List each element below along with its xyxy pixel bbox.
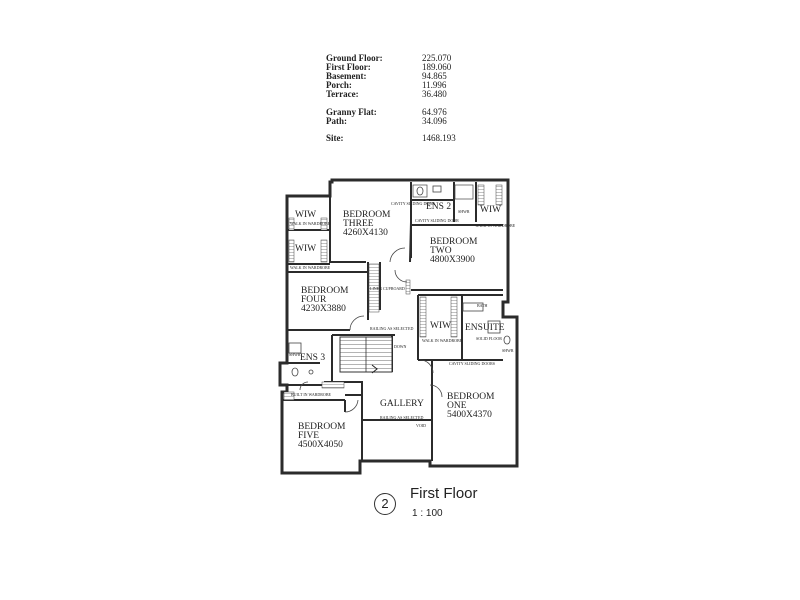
interior-walls [282, 182, 503, 461]
note-shwr: SHWR [289, 352, 301, 357]
note-walk-in-wardrobe: WALK IN WARDROBE [290, 221, 331, 226]
drawing-title-block: 2 First Floor 1 : 100 [370, 484, 530, 524]
area-value: 225.070 [422, 53, 452, 63]
ens-3-label: ENS 3 [300, 353, 325, 363]
note-down: DOWN [394, 344, 407, 349]
bedroom-three-dims: 4260X4130 [343, 228, 388, 238]
bedroom-four-dims: 4230X3880 [301, 304, 346, 314]
wiw-label-top-right: WIW [480, 205, 501, 215]
door-swings [299, 247, 443, 413]
bedroom-two-name-2: TWO [430, 246, 452, 256]
area-value: 189.060 [422, 62, 452, 72]
drawing-number-badge: 2 [374, 493, 396, 515]
wiw-label-top-left: WIW [295, 210, 316, 220]
area-label: Site: [326, 133, 344, 143]
bedroom-three-name-1: BEDROOM [343, 210, 391, 220]
note-cavity-sliding-doors: CAVITY SLIDING DOORS [449, 361, 495, 366]
bedroom-five-name-2: FIVE [298, 431, 319, 441]
note-walk-in-wardrobe: WALK IN WARDROBE [290, 265, 331, 270]
area-value: 64.976 [422, 107, 447, 117]
note-cavity-sliding-door: CAVITY SLIDING DOOR [391, 201, 435, 206]
bathroom-fixtures [288, 185, 511, 377]
note-built-in-wardrobe: BUILT IN WARDROBE [291, 392, 331, 397]
bedroom-two-dims: 4800X3900 [430, 255, 475, 265]
area-label: First Floor: [326, 62, 371, 72]
area-row-basement: Basement: 94.865 [326, 71, 506, 81]
area-row-path: Path: 34.096 [326, 116, 506, 126]
note-bath: BATH [477, 303, 488, 308]
bedroom-two-name-1: BEDROOM [430, 237, 478, 247]
area-label: Basement: [326, 71, 367, 81]
note-cavity-sliding-door: CAVITY SLIDING DOOR [415, 218, 459, 223]
area-value: 1468.193 [422, 133, 456, 143]
area-row-site: Site: 1468.193 [326, 133, 506, 143]
drawing-title: First Floor [410, 485, 478, 502]
area-label: Path: [326, 116, 347, 126]
area-label: Terrace: [326, 89, 359, 99]
room-labels: BEDROOM THREE 4260X4130 BEDROOM TWO 4800… [295, 202, 505, 450]
wardrobe-hatching [283, 184, 503, 401]
area-row-granny-flat: Granny Flat: 64.976 [326, 107, 506, 117]
area-row-porch: Porch: 11.996 [326, 80, 506, 90]
exterior-walls [278, 178, 519, 475]
note-shwr: SHWR [458, 209, 470, 214]
bedroom-five-dims: 4500X4050 [298, 440, 343, 450]
drawing-scale: 1 : 100 [412, 508, 443, 519]
note-walk-in-wardrobe: WALK IN WARDROBE [422, 338, 463, 343]
gallery-label: GALLERY [380, 399, 424, 409]
note-solid-floor: SOLID FLOOR [476, 336, 502, 341]
area-value: 11.996 [422, 80, 447, 90]
staircase [339, 336, 393, 374]
ensuite-label: ENSUITE [465, 323, 505, 333]
note-shwr: SHWR [502, 348, 514, 353]
plan-notes: WALK IN WARDROBE WALK IN WARDROBE WALK I… [289, 201, 516, 428]
area-row-ground-floor: Ground Floor: 225.070 [326, 53, 506, 63]
wiw-label-right: WIW [430, 321, 451, 331]
ens-2-label: ENS 2 [426, 202, 451, 212]
area-label: Porch: [326, 80, 352, 90]
area-value: 94.865 [422, 71, 447, 81]
note-railing-as-selected: RAILING AS SELECTED [370, 326, 413, 331]
area-label: Granny Flat: [326, 107, 377, 117]
bedroom-five-name-1: BEDROOM [298, 422, 346, 432]
bedroom-one-dims: 5400X4370 [447, 410, 492, 420]
area-value: 36.480 [422, 89, 447, 99]
bedroom-one-name-1: BEDROOM [447, 392, 495, 402]
note-walk-in-wardrobe: WALK IN WARDROBE [475, 223, 516, 228]
bedroom-four-name-2: FOUR [301, 295, 327, 305]
bedroom-three-name-2: THREE [343, 219, 374, 229]
note-void: VOID [416, 423, 426, 428]
note-linen-cupboard: LINEN CUPBOARD [370, 286, 405, 291]
area-value: 34.096 [422, 116, 447, 126]
bedroom-one-name-2: ONE [447, 401, 467, 411]
area-row-terrace: Terrace: 36.480 [326, 89, 506, 99]
wiw-label-left: WIW [295, 244, 316, 254]
area-label: Ground Floor: [326, 53, 383, 63]
note-railing-as-selected: RAILING AS SELECTED [380, 415, 423, 420]
bedroom-four-name-1: BEDROOM [301, 286, 349, 296]
area-row-first-floor: First Floor: 189.060 [326, 62, 506, 72]
